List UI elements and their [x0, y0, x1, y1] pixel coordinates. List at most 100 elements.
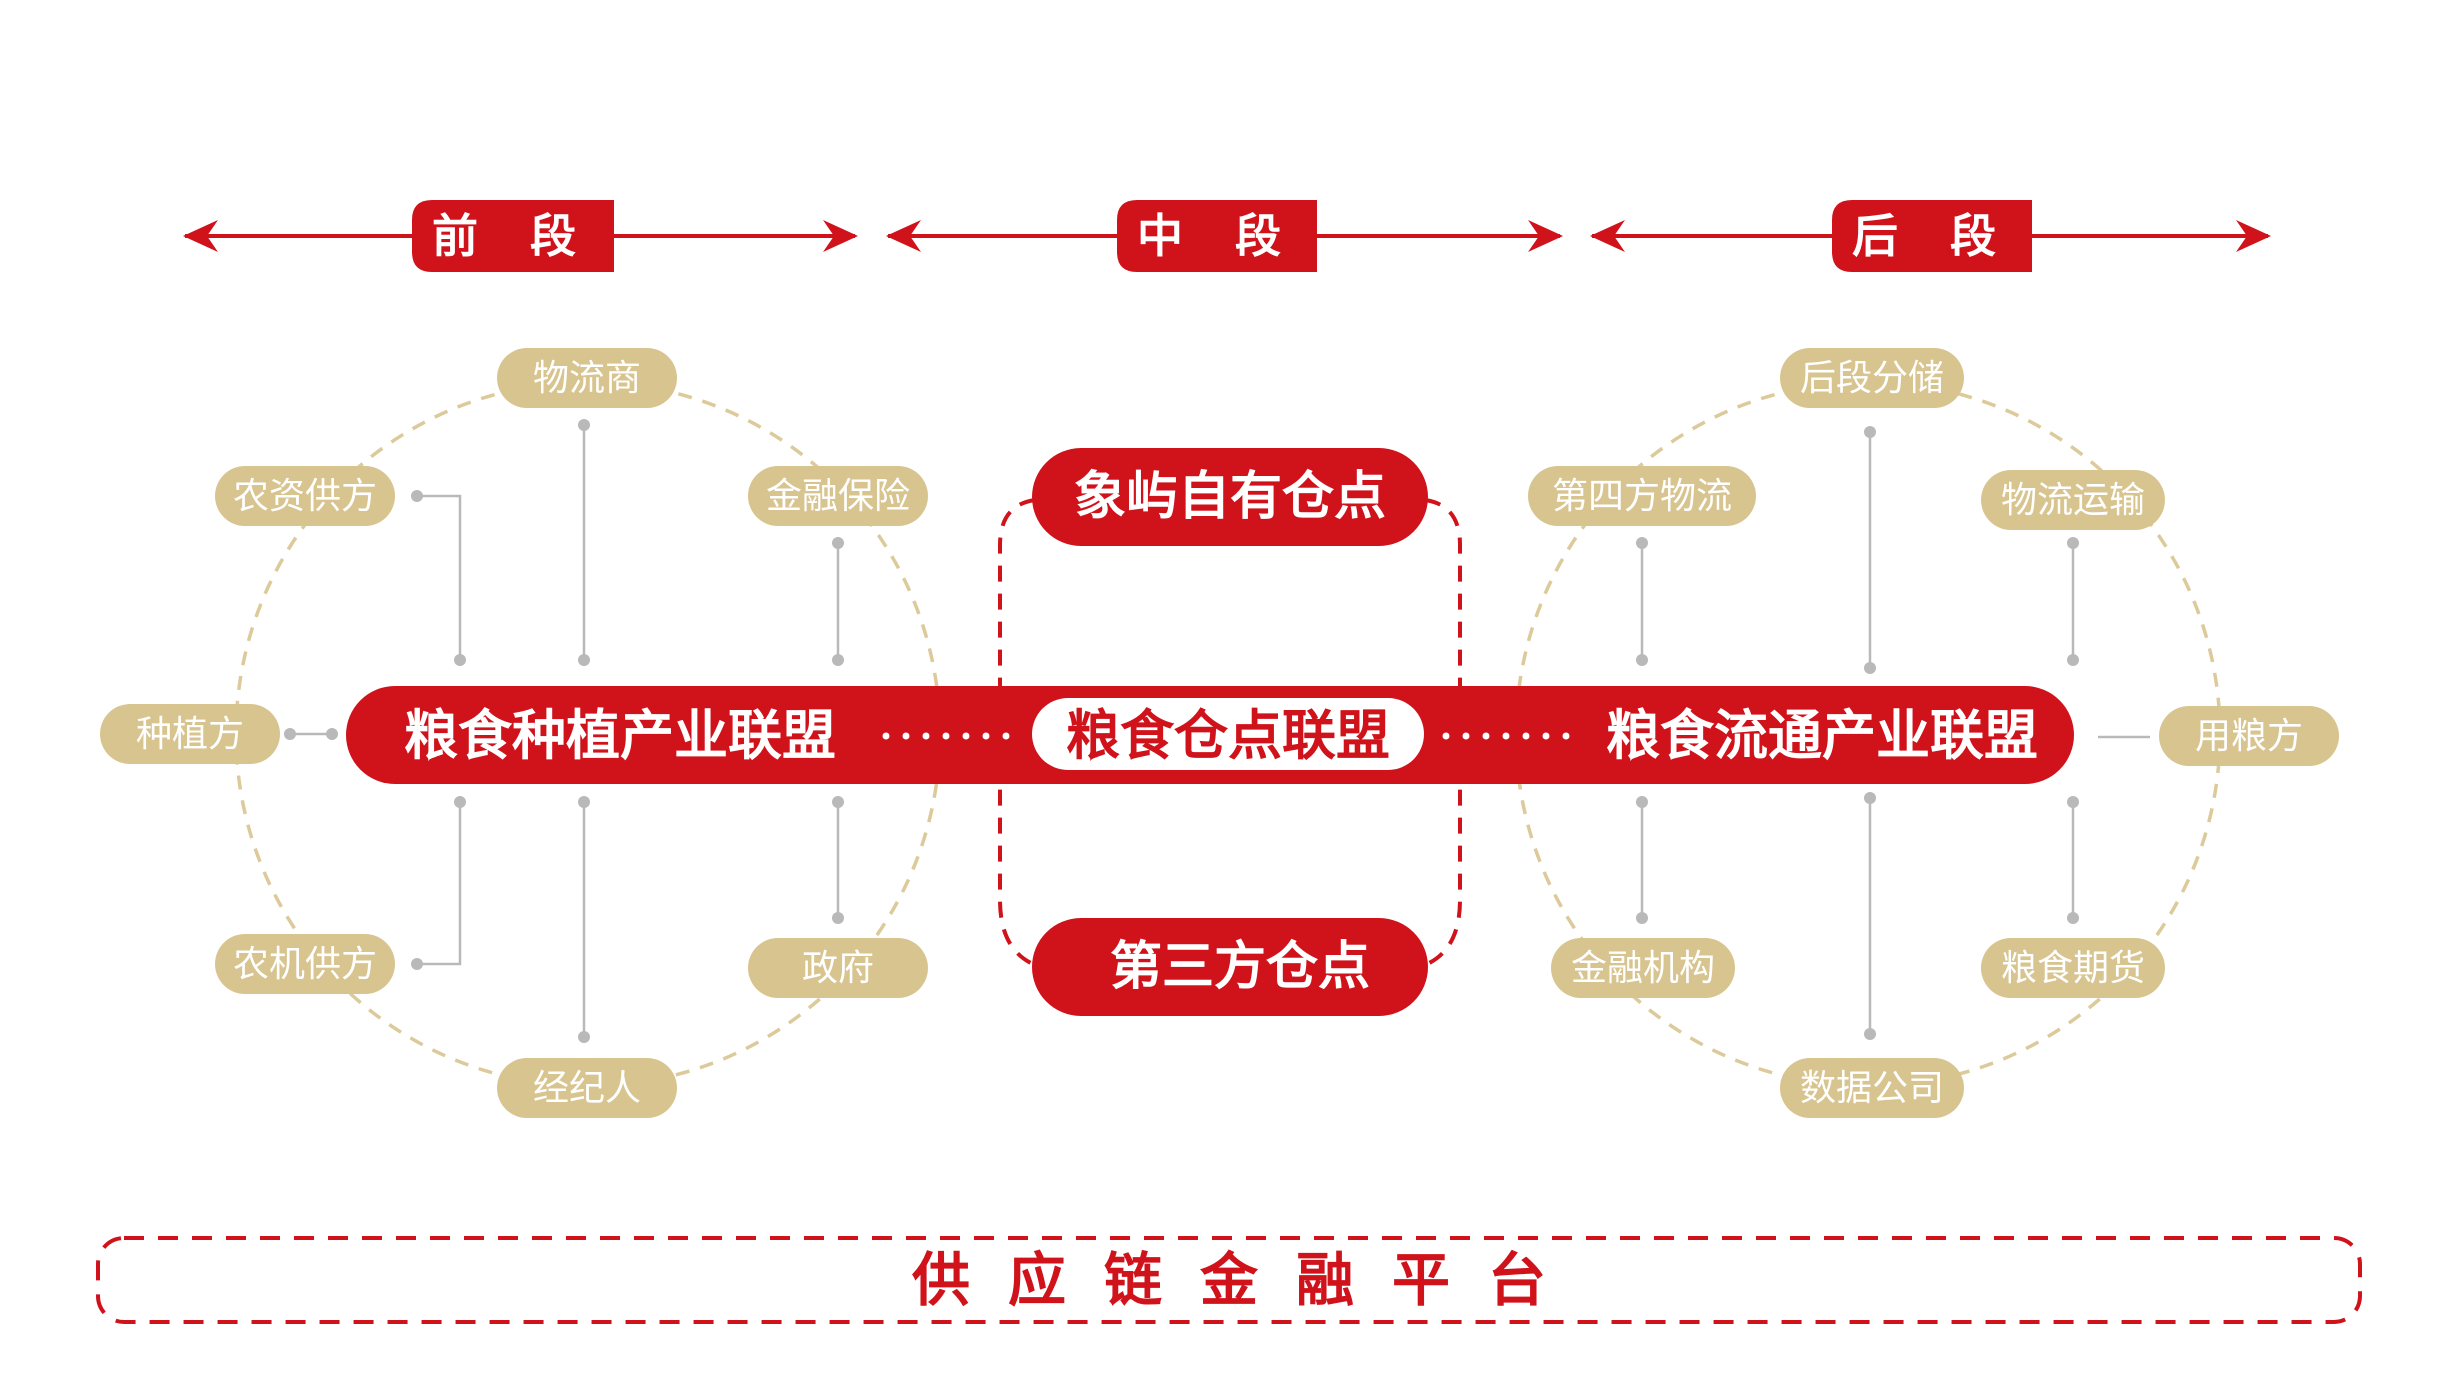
- front-machinery-supply-label: 农机供方: [233, 944, 377, 985]
- dot: [1864, 662, 1876, 674]
- front-planter-label: 种植方: [136, 714, 244, 755]
- third-party-depot-pill: [1032, 918, 1428, 1016]
- dot: [1864, 426, 1876, 438]
- stage-front-arrow-right-head: [823, 220, 858, 252]
- back-data-company-pill: [1780, 1058, 1964, 1118]
- back-connector-dots: [1636, 426, 2079, 1040]
- dot: [982, 732, 990, 740]
- back-financial-institution-pill: [1551, 938, 1735, 998]
- back-alliance-label: 粮食流通产业联盟: [1606, 704, 2038, 767]
- front-broker-pill: [497, 1058, 677, 1118]
- dot: [2067, 912, 2079, 924]
- dot: [832, 654, 844, 666]
- back-grain-futures-label: 粮食期货: [2001, 948, 2145, 989]
- stage-front-arrow-left-head: [183, 220, 218, 252]
- back-grain-user-label: 用粮方: [2195, 716, 2303, 757]
- dot: [1442, 732, 1450, 740]
- dot: [454, 796, 466, 808]
- dot: [2067, 796, 2079, 808]
- stage-middle-label: 中 段: [1137, 209, 1299, 263]
- front-connectors: [290, 425, 840, 1037]
- front-planter-pill: [100, 704, 280, 764]
- dot: [1522, 732, 1530, 740]
- dot: [882, 732, 890, 740]
- stage-middle-arrow-right-head: [1528, 220, 1563, 252]
- dot: [578, 1031, 590, 1043]
- dot: [942, 732, 950, 740]
- stage-back: 后 段: [1590, 200, 2271, 272]
- dot: [1864, 1028, 1876, 1040]
- stage-back-tag: [1832, 200, 2032, 272]
- dot: [2067, 537, 2079, 549]
- dot: [1636, 912, 1648, 924]
- back-storage-pill: [1780, 348, 1964, 408]
- stage-front: 前 段: [183, 200, 858, 272]
- dot: [1562, 732, 1570, 740]
- front-government-label: 政府: [802, 948, 874, 989]
- front-agri-supply-label: 农资供方: [233, 476, 377, 517]
- dot: [578, 796, 590, 808]
- front-logistics-label: 物流商: [533, 358, 641, 399]
- front-agri-supply-pill: [215, 466, 395, 526]
- stage-front-label: 前 段: [432, 209, 594, 263]
- dot: [832, 796, 844, 808]
- back-storage-label: 后段分储: [1800, 358, 1944, 399]
- stage-back-label: 后 段: [1852, 209, 2014, 263]
- stage-middle: 中 段: [886, 200, 1563, 272]
- own-depot-label: 象屿自有仓点: [1074, 467, 1386, 527]
- back-data-company-label: 数据公司: [1800, 1068, 1944, 1109]
- dot: [902, 732, 910, 740]
- center-alliance-pill: [1032, 698, 1424, 770]
- back-grain-futures-pill: [1981, 938, 2165, 998]
- stage-back-arrow-right-head: [2236, 220, 2271, 252]
- dot: [411, 958, 423, 970]
- back-financial-institution-label: 金融机构: [1571, 948, 1715, 989]
- front-logistics-pill: [497, 348, 677, 408]
- front-government-pill: [748, 938, 928, 998]
- dot: [832, 912, 844, 924]
- dot: [1002, 732, 1010, 740]
- dot: [962, 732, 970, 740]
- dot: [1462, 732, 1470, 740]
- dot: [1636, 796, 1648, 808]
- front-alliance-label: 粮食种植产业联盟: [404, 704, 836, 767]
- stage-middle-tag: [1117, 200, 1317, 272]
- stage-back-arrow-left-head: [1590, 220, 1625, 252]
- dot: [2067, 654, 2079, 666]
- platform-frame: [96, 1236, 2362, 1324]
- dot: [1502, 732, 1510, 740]
- dot: [454, 654, 466, 666]
- connector-agri-supply: [417, 494, 462, 660]
- third-party-depot-label: 第三方仓点: [1110, 937, 1370, 997]
- back-fourth-party-logistics-pill: [1528, 466, 1756, 526]
- dot: [1864, 792, 1876, 804]
- dot: [578, 419, 590, 431]
- dot: [1542, 732, 1550, 740]
- dot: [832, 537, 844, 549]
- connector-machinery-supply: [417, 802, 462, 966]
- own-depot-pill: [1032, 448, 1428, 546]
- front-connector-dots: [284, 419, 844, 1043]
- stage-middle-arrow-left-head: [886, 220, 921, 252]
- back-fourth-party-logistics-label: 第四方物流: [1552, 476, 1732, 517]
- front-machinery-supply-pill: [215, 934, 395, 994]
- dot: [1636, 654, 1648, 666]
- back-logistics-transport-pill: [1981, 470, 2165, 530]
- dot: [284, 728, 296, 740]
- dot: [922, 732, 930, 740]
- stage-front-tag: [412, 200, 614, 272]
- front-finance-insurance-label: 金融保险: [766, 476, 910, 517]
- dot: [411, 490, 423, 502]
- dot: [1482, 732, 1490, 740]
- dots-left: [882, 732, 1010, 740]
- dot: [1636, 537, 1648, 549]
- front-broker-label: 经纪人: [533, 1068, 641, 1109]
- dots-right: [1442, 732, 1570, 740]
- dot: [326, 728, 338, 740]
- back-connectors: [1640, 432, 2150, 1034]
- center-alliance-label: 粮食仓点联盟: [1066, 704, 1390, 767]
- platform-label: 供应链金融平台: [911, 1246, 1584, 1314]
- dot: [578, 654, 590, 666]
- back-grain-user-pill: [2159, 706, 2339, 766]
